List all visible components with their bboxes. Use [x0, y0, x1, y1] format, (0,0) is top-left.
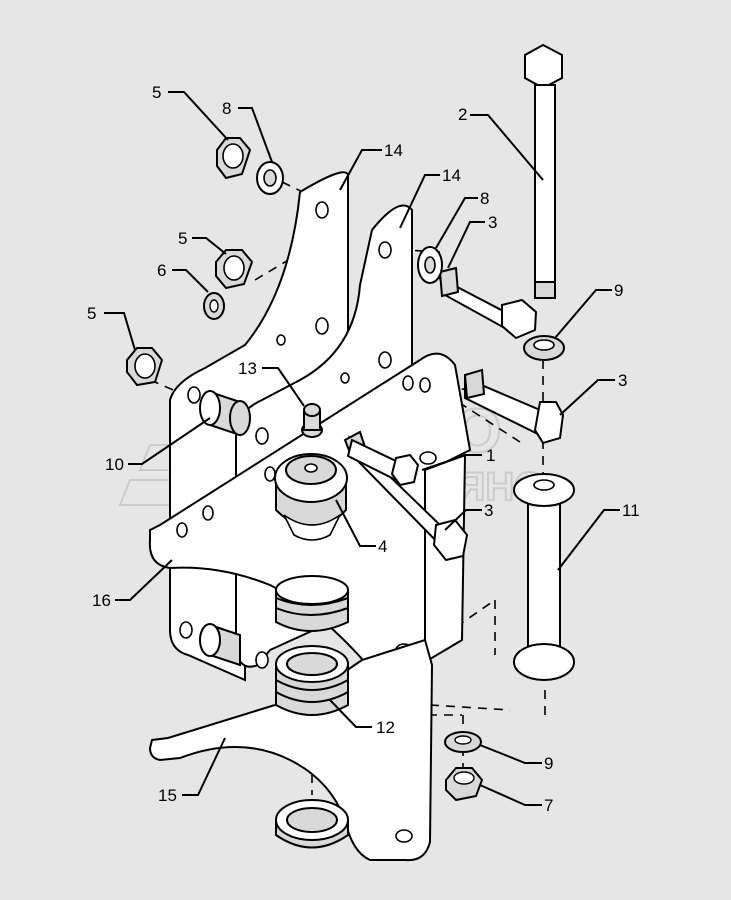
callout-8-top: 8 — [222, 99, 231, 118]
bracket-15-hole — [395, 829, 413, 843]
callout-16: 16 — [92, 591, 111, 610]
callout-10: 10 — [105, 455, 124, 474]
callout-2: 2 — [458, 105, 467, 124]
callout-9-lower: 9 — [544, 754, 553, 773]
washer-9-upper[interactable] — [523, 335, 565, 361]
callout-3-top: 3 — [488, 213, 497, 232]
washer-9-lower[interactable] — [444, 731, 482, 753]
spacer-10[interactable] — [199, 390, 251, 437]
spacer-lower — [199, 623, 241, 667]
leader-lines — [104, 91, 620, 806]
callout-6: 6 — [157, 261, 166, 280]
bolt-3-top[interactable] — [438, 266, 538, 340]
pin-11[interactable] — [513, 473, 575, 681]
lock-washer-6[interactable] — [203, 292, 225, 320]
nut-5-bottom[interactable] — [126, 347, 164, 387]
spring-bushing-12[interactable] — [275, 645, 349, 716]
callout-12: 12 — [376, 718, 395, 737]
callout-5-top: 5 — [152, 83, 161, 102]
bolt-3-middle[interactable] — [463, 368, 565, 445]
bushing-lower — [275, 799, 349, 849]
bolt-2[interactable] — [524, 43, 563, 299]
washer-8-top[interactable] — [256, 161, 284, 195]
callout-9-upper: 9 — [614, 281, 623, 300]
callout-labels: 5 8 14 14 8 3 2 5 6 9 5 13 3 10 1 4 3 11… — [87, 83, 640, 815]
callout-7: 7 — [544, 796, 553, 815]
nut-5-top[interactable] — [216, 137, 252, 180]
callout-1: 1 — [486, 446, 495, 465]
nut-7[interactable] — [445, 767, 484, 802]
spring-bushing-upper — [275, 575, 349, 632]
bushing-4[interactable] — [274, 453, 348, 541]
plate-holes — [179, 201, 392, 669]
callout-15: 15 — [158, 786, 177, 805]
callout-14-rear: 14 — [384, 141, 403, 160]
callout-5-bottom: 5 — [87, 304, 96, 323]
callout-14-front: 14 — [442, 166, 461, 185]
callout-13: 13 — [238, 359, 257, 378]
callout-8-right: 8 — [480, 189, 489, 208]
callout-3-middle: 3 — [618, 371, 627, 390]
callout-11: 11 — [622, 501, 640, 520]
callout-5-middle: 5 — [178, 229, 187, 248]
hole-marker — [419, 451, 437, 465]
callout-4: 4 — [378, 537, 387, 556]
grease-fitting-13[interactable] — [301, 403, 323, 438]
nut-5-middle[interactable] — [215, 249, 254, 290]
callout-3-lower: 3 — [484, 501, 493, 520]
bolt-1[interactable] — [346, 438, 420, 487]
washer-8-right[interactable] — [417, 246, 443, 284]
